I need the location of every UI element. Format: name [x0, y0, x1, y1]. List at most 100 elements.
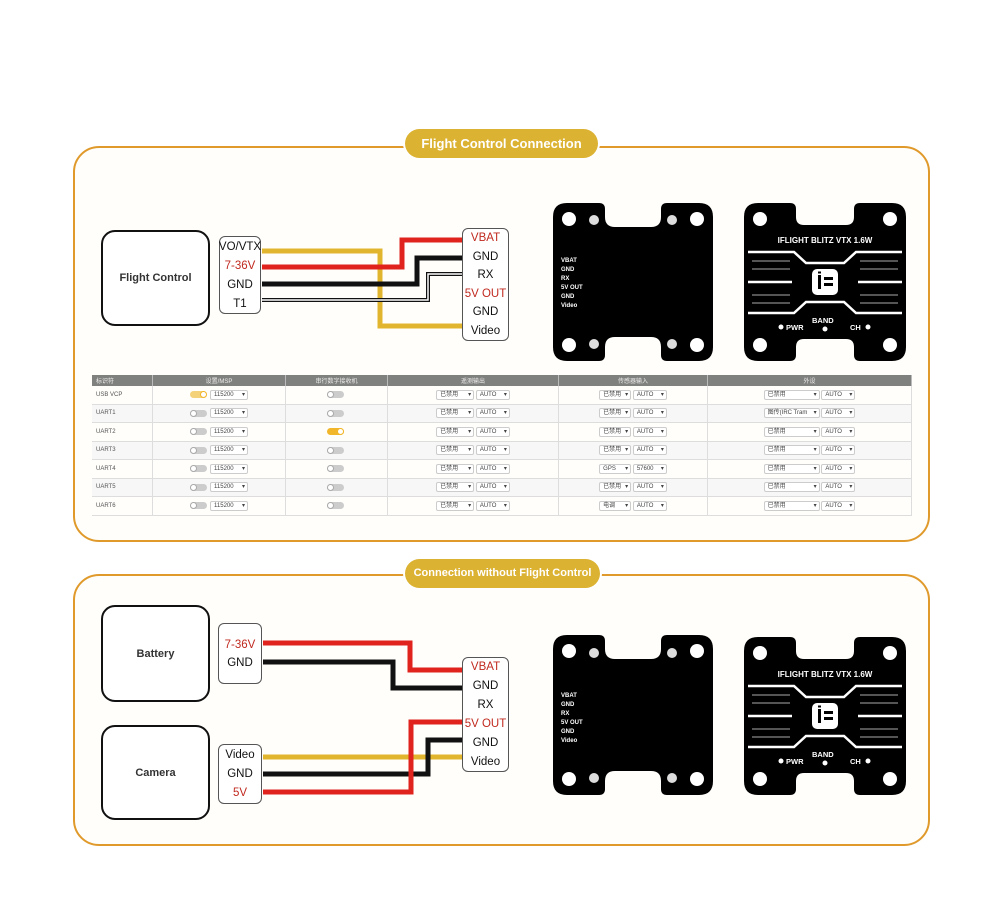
battery-pin-label: GND	[227, 656, 253, 669]
peripheral-select[interactable]: 已禁用	[763, 445, 820, 456]
msp-baud-select[interactable]: 115200	[210, 482, 248, 493]
telemetry-select[interactable]: 已禁用	[436, 482, 475, 493]
msp-baud-select[interactable]: 115200	[210, 445, 248, 456]
peripheral-select[interactable]: 已禁用	[763, 389, 820, 400]
telemetry-baud-select[interactable]: AUTO	[475, 389, 510, 400]
telemetry-select[interactable]: 已禁用	[436, 408, 475, 419]
peripheral-select[interactable]: 已禁用	[763, 463, 820, 474]
pwr-label: PWR	[786, 323, 804, 332]
port-row: UART6115200已禁用 AUTO电调 AUTO已禁用 AUTO	[92, 496, 912, 516]
telemetry-baud-select[interactable]: AUTO	[475, 445, 510, 456]
msp-baud-select[interactable]: 115200	[210, 463, 248, 474]
ch-label: CH	[850, 757, 861, 766]
port-row: UART1115200已禁用 AUTO已禁用 AUTO图传(IRC Tram A…	[92, 404, 912, 423]
vtx-board-front: IFLIGHT BLITZ VTX 1.6W BAND PWR CH	[744, 203, 906, 361]
flight-control-title: Flight Control Connection	[405, 129, 598, 158]
msp-toggle[interactable]	[190, 428, 207, 436]
port-id: UART4	[92, 459, 153, 479]
sensor-baud-select[interactable]: 57600	[632, 463, 667, 474]
battery-box: Battery	[101, 605, 210, 702]
vtx-pin-label: Video	[470, 324, 501, 337]
telemetry-baud-select[interactable]: AUTO	[475, 408, 510, 419]
msp-toggle[interactable]	[190, 465, 207, 473]
telemetry-select[interactable]: 已禁用	[436, 445, 475, 456]
serial-rx-toggle[interactable]	[326, 409, 344, 417]
peripheral-baud-select[interactable]: AUTO	[821, 500, 856, 511]
sensor-select[interactable]: GPS	[599, 463, 632, 474]
msp-toggle[interactable]	[190, 502, 207, 510]
port-id: UART2	[92, 422, 153, 442]
board-label: RX	[561, 276, 570, 282]
vtx-board-back: VBAT GND RX 5V OUT GND Video	[553, 203, 713, 361]
msp-baud-select[interactable]: 115200	[210, 426, 248, 437]
board-label: VBAT	[561, 258, 577, 264]
board-back-shape	[553, 203, 713, 361]
port-id: UART6	[92, 496, 153, 516]
vtx-pin-label: 5V OUT	[464, 287, 507, 300]
fc-pin-header: VO/VTX 7-36V GND T1	[219, 236, 261, 314]
peripheral-baud-select[interactable]: AUTO	[821, 408, 856, 419]
battery-pin-label: 7-36V	[224, 638, 256, 651]
telemetry-select[interactable]: 已禁用	[436, 500, 475, 511]
serial-rx-toggle[interactable]	[326, 483, 344, 491]
band-label: BAND	[812, 316, 834, 325]
camera-pin-label: GND	[227, 767, 253, 780]
ch-label: CH	[850, 323, 861, 332]
msp-toggle[interactable]	[190, 446, 207, 454]
sensor-baud-select[interactable]: AUTO	[632, 408, 667, 419]
board-front-shape	[744, 637, 906, 795]
board-back-shape	[553, 635, 713, 795]
peripheral-select[interactable]: 已禁用	[763, 500, 820, 511]
telemetry-baud-select[interactable]: AUTO	[475, 500, 510, 511]
vtx-pin-label: GND	[472, 736, 499, 749]
peripheral-select[interactable]: 图传(IRC Tram	[763, 408, 820, 419]
vtx-pin-label: RX	[477, 699, 494, 712]
peripheral-baud-select[interactable]: AUTO	[821, 389, 856, 400]
msp-toggle[interactable]	[190, 483, 207, 491]
msp-baud-select[interactable]: 115200	[210, 408, 248, 419]
serial-rx-toggle[interactable]	[326, 465, 344, 473]
sensor-baud-select[interactable]: AUTO	[632, 500, 667, 511]
telemetry-select[interactable]: 已禁用	[436, 463, 475, 474]
msp-toggle[interactable]	[190, 409, 207, 417]
peripheral-select[interactable]: 已禁用	[763, 426, 820, 437]
sensor-select[interactable]: 电调	[599, 500, 632, 511]
vtx-board-front-2: IFLIGHT BLITZ VTX 1.6W BAND PWR CH	[744, 637, 906, 795]
sensor-select[interactable]: 已禁用	[599, 389, 632, 400]
serial-rx-toggle[interactable]	[326, 428, 344, 436]
battery-pin-header: 7-36V GND	[218, 623, 262, 684]
telemetry-select[interactable]: 已禁用	[436, 426, 475, 437]
sensor-baud-select[interactable]: AUTO	[632, 445, 667, 456]
board-label: GND	[561, 267, 575, 273]
msp-toggle[interactable]	[190, 391, 207, 399]
sensor-select[interactable]: 已禁用	[599, 408, 632, 419]
telemetry-baud-select[interactable]: AUTO	[475, 463, 510, 474]
serial-rx-toggle[interactable]	[326, 502, 344, 510]
serial-rx-toggle[interactable]	[326, 446, 344, 454]
peripheral-select[interactable]: 已禁用	[763, 482, 820, 493]
peripheral-baud-select[interactable]: AUTO	[821, 445, 856, 456]
peripheral-baud-select[interactable]: AUTO	[821, 482, 856, 493]
board-front-shape	[744, 203, 906, 361]
sensor-baud-select[interactable]: AUTO	[632, 426, 667, 437]
msp-baud-select[interactable]: 115200	[210, 500, 248, 511]
board-label: 5V OUT	[561, 285, 583, 291]
peripheral-baud-select[interactable]: AUTO	[821, 426, 856, 437]
sensor-select[interactable]: 已禁用	[599, 482, 632, 493]
sensor-select[interactable]: 已禁用	[599, 445, 632, 456]
sensor-baud-select[interactable]: AUTO	[632, 482, 667, 493]
board-label: GND	[561, 702, 575, 708]
col-serial-rx: 串行数字接收机	[285, 375, 388, 386]
standalone-title: Connection without Flight Control	[405, 559, 600, 588]
port-row: UART5115200已禁用 AUTO已禁用 AUTO已禁用 AUTO	[92, 478, 912, 497]
telemetry-select[interactable]: 已禁用	[436, 389, 475, 400]
serial-rx-toggle[interactable]	[326, 391, 344, 399]
msp-baud-select[interactable]: 115200	[210, 389, 248, 400]
telemetry-baud-select[interactable]: AUTO	[475, 426, 510, 437]
sensor-select[interactable]: 已禁用	[599, 426, 632, 437]
peripheral-baud-select[interactable]: AUTO	[821, 463, 856, 474]
telemetry-baud-select[interactable]: AUTO	[475, 482, 510, 493]
sensor-baud-select[interactable]: AUTO	[632, 389, 667, 400]
col-msp: 设置/MSP	[152, 375, 286, 386]
camera-pin-label: 5V	[232, 787, 248, 800]
